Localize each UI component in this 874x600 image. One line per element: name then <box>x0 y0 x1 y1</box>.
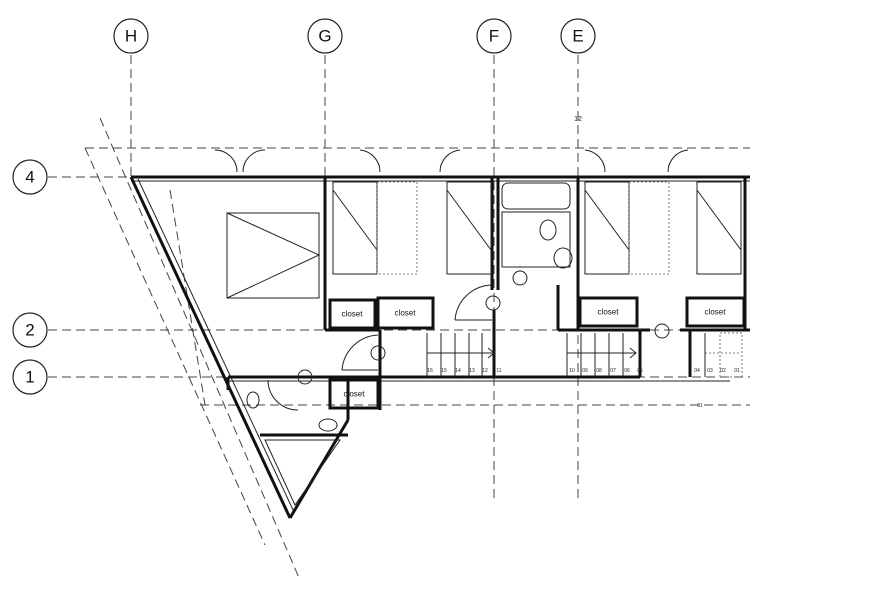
svg-text:4: 4 <box>25 168 34 187</box>
dimension-label: 12 <box>574 116 582 123</box>
doors <box>214 149 689 411</box>
grid-bubble-h: H <box>113 18 149 54</box>
svg-text:08: 08 <box>596 368 602 374</box>
closet-3: closet <box>328 378 380 410</box>
stairs <box>426 332 743 378</box>
svg-text:E: E <box>572 27 583 46</box>
svg-text:01: 01 <box>734 368 740 374</box>
svg-text:12: 12 <box>482 368 488 374</box>
svg-text:15: 15 <box>441 368 447 374</box>
walls <box>129 175 750 519</box>
svg-text:02: 02 <box>720 368 726 374</box>
svg-text:03: 03 <box>707 368 713 374</box>
grid-bubble-g: G <box>307 18 343 54</box>
closet-5: closet <box>685 296 746 328</box>
grid-lines <box>48 55 750 581</box>
svg-text:07: 07 <box>610 368 616 374</box>
svg-text:1: 1 <box>25 368 34 387</box>
svg-text:10: 10 <box>569 368 575 374</box>
svg-text:13: 13 <box>469 368 475 374</box>
svg-text:06: 06 <box>624 368 630 374</box>
svg-text:closet: closet <box>598 308 620 317</box>
level-label: 01 <box>697 403 703 409</box>
svg-text:2: 2 <box>25 321 34 340</box>
svg-text:G: G <box>318 27 331 46</box>
grid-bubble-1: 1 <box>12 359 48 395</box>
closet-1: closet <box>328 298 377 330</box>
grid-bubble-4: 4 <box>12 159 48 195</box>
svg-text:16: 16 <box>427 368 433 374</box>
svg-text:F: F <box>489 27 499 46</box>
closet-2: closet <box>376 296 435 330</box>
grid-bubble-e: E <box>560 18 596 54</box>
furniture <box>226 181 742 507</box>
svg-text:closet: closet <box>395 309 417 318</box>
grid-bubble-2: 2 <box>12 312 48 348</box>
svg-text:closet: closet <box>342 310 364 319</box>
grid-bubble-f: F <box>476 18 512 54</box>
svg-text:14: 14 <box>455 368 461 374</box>
svg-text:04: 04 <box>694 368 700 374</box>
closet-4: closet <box>578 296 639 328</box>
stair-numbers: 16 15 14 13 12 11 10 09 08 07 06 05 04 0… <box>427 368 740 374</box>
svg-text:09: 09 <box>582 368 588 374</box>
svg-text:closet: closet <box>705 308 727 317</box>
svg-text:11: 11 <box>496 368 501 374</box>
svg-text:closet: closet <box>344 390 366 399</box>
svg-text:H: H <box>125 27 137 46</box>
svg-text:05: 05 <box>637 368 643 374</box>
